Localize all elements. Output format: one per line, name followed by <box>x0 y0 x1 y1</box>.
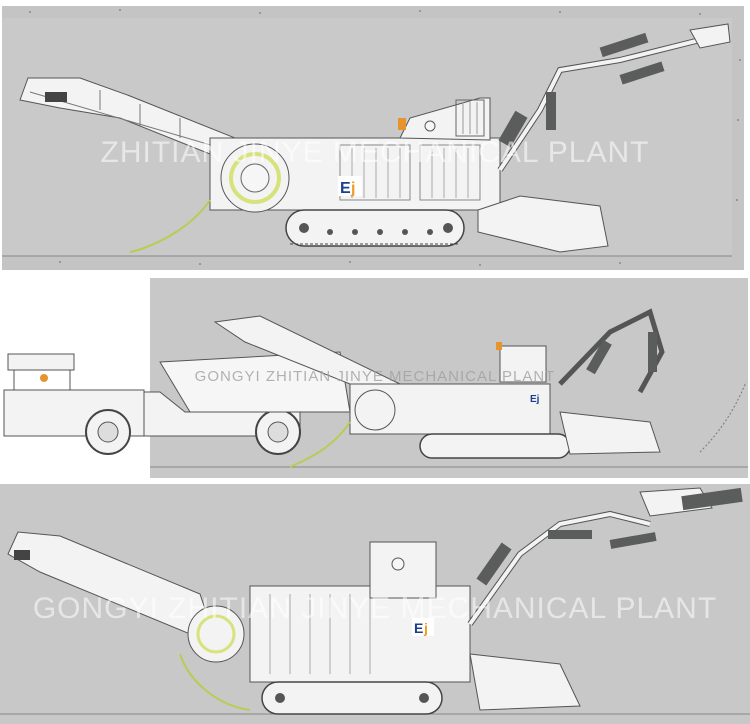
svg-text:E: E <box>340 180 351 197</box>
cable-reel-icon <box>187 605 245 663</box>
rock-speckles <box>29 9 741 266</box>
mucking-loader-icon: Ej <box>213 308 665 459</box>
power-cable <box>179 653 251 711</box>
panel-side-view-2: Ej GONGYI ZHITIAN JINYE MECHANICAL PLANT <box>0 272 750 482</box>
power-cable <box>289 421 351 468</box>
crawler-track <box>285 209 465 247</box>
operator-cab <box>398 97 491 141</box>
hydraulic-cylinder <box>648 332 657 372</box>
svg-text:j: j <box>423 620 428 636</box>
hydraulic-cylinder <box>476 542 512 586</box>
power-cable <box>129 199 211 253</box>
hydraulic-cylinder <box>619 61 665 85</box>
hydraulic-breaker-icon <box>639 487 743 517</box>
panel-side-view-3: E j GONGYI ZHITIAN <box>0 484 750 724</box>
excavator-arm <box>497 23 731 172</box>
beacon-light-icon <box>496 342 502 350</box>
brand-logo: Ej <box>530 394 540 405</box>
hydraulic-cylinder <box>609 532 657 549</box>
operator-cab <box>369 541 437 599</box>
excavator-arm <box>467 510 657 626</box>
front-loading-apron <box>469 653 581 711</box>
hydraulic-cylinder <box>498 110 528 148</box>
svg-text:E: E <box>414 620 423 636</box>
hydraulic-cylinder <box>599 32 649 58</box>
panel-side-view-1: E j <box>0 0 750 272</box>
crawler-track <box>419 433 571 459</box>
cable-reel-icon <box>220 143 290 213</box>
front-loading-apron <box>477 195 609 253</box>
hydraulic-cylinder <box>548 530 592 539</box>
loader-main-body <box>249 585 471 683</box>
dump-truck-icon <box>3 351 351 455</box>
brand-logo: E j <box>338 176 362 197</box>
cable-reel-icon <box>354 389 396 431</box>
crawler-track <box>261 681 443 715</box>
hydraulic-cylinder <box>586 339 612 375</box>
hydraulic-cylinder <box>546 92 556 130</box>
tunnel-scene-1: E j <box>0 0 750 272</box>
tunnel-scene-2: Ej <box>0 272 750 482</box>
brand-logo <box>412 618 434 636</box>
svg-text:j: j <box>350 180 355 197</box>
tunnel-scene-3: E j <box>0 484 750 724</box>
beacon-light-icon <box>398 118 406 130</box>
